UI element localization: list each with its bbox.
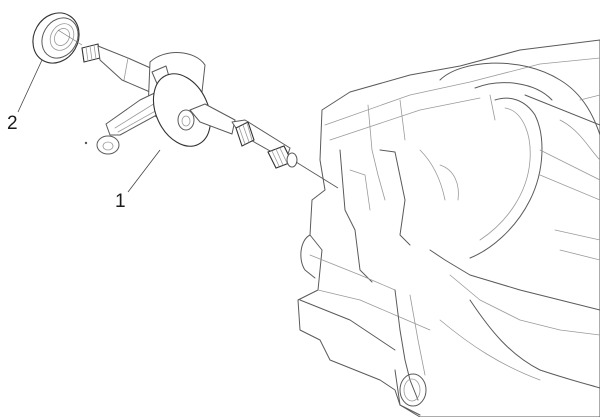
leader-line-2	[17, 59, 43, 113]
crankshaft	[81, 43, 298, 169]
callout-label-2: 2	[7, 113, 18, 134]
alignment-line	[295, 161, 339, 189]
callout-label-1: 1	[115, 191, 126, 212]
crankcase	[297, 39, 600, 417]
leader-line-1	[127, 149, 161, 193]
bearing	[32, 12, 83, 64]
